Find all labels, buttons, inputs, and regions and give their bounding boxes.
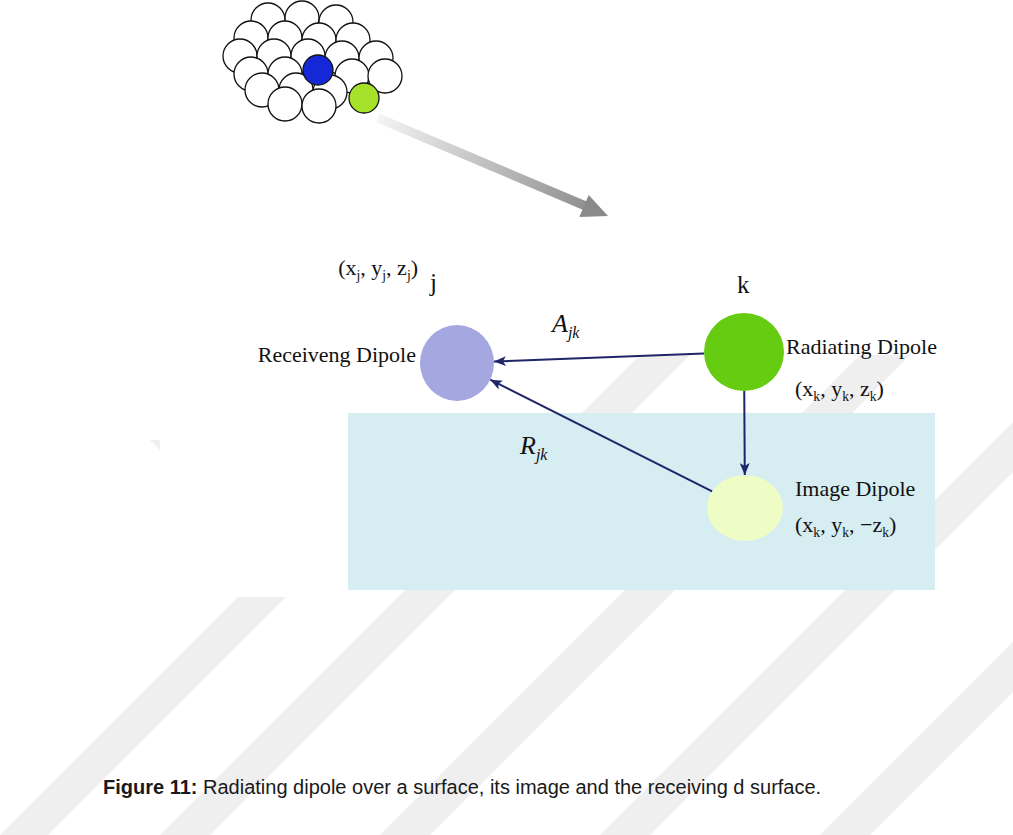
surface-plane — [348, 413, 935, 590]
dipole-label: Receiveng Dipole — [258, 342, 416, 368]
figure-caption: Figure 11: Radiating dipole over a surfa… — [103, 772, 1003, 802]
blank-panel — [160, 413, 350, 597]
zoom-arrow-head — [579, 195, 608, 217]
field-arrow — [494, 354, 704, 362]
watermark-stripes — [0, 355, 1013, 835]
field-arrow — [743, 391, 746, 475]
dipole-label: (xk, yk, −zk) — [795, 512, 896, 542]
dipole-label: (xj, yj, zj) — [338, 255, 418, 285]
field-arrow — [490, 380, 712, 492]
radiating-dipole: kRadiating Dipole(xk, yk, zk) — [704, 313, 784, 391]
dipole-label: (xk, yk, zk) — [795, 376, 884, 406]
edge-label: Rjk — [520, 430, 548, 465]
dipole-label: k — [737, 270, 750, 300]
dipole-label: j — [430, 268, 437, 298]
zoom-arrow — [378, 118, 588, 207]
dipole-label: Image Dipole — [795, 476, 915, 502]
image-dipole: Image Dipole(xk, yk, −zk) — [707, 475, 783, 541]
atom-cluster — [223, 1, 402, 123]
edge-label: Ajk — [552, 308, 580, 343]
dipole-label: Radiating Dipole — [786, 334, 937, 360]
receiving-dipole: (xj, yj, zj)jReceiveng Dipole — [420, 325, 494, 401]
